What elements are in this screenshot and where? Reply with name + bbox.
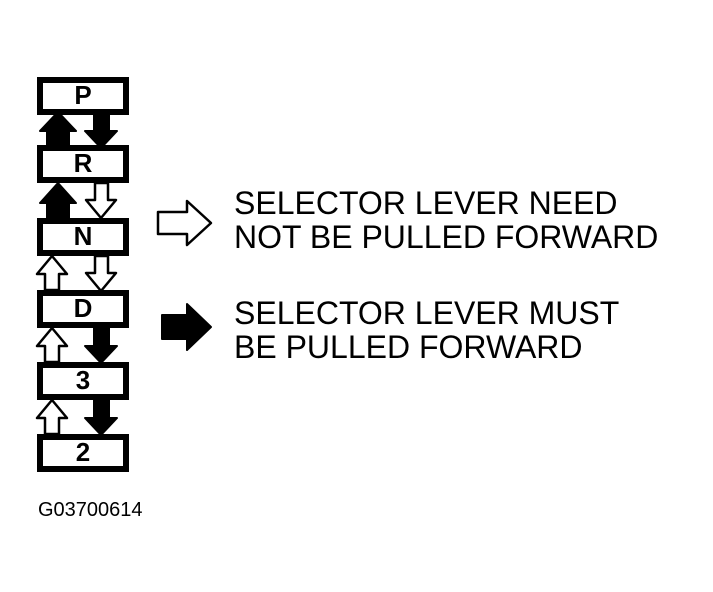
down-arrow-solid-icon <box>84 113 118 149</box>
gear-box-3: 3 <box>37 362 129 400</box>
down-arrow-solid-icon <box>84 399 118 436</box>
gear-box-d: D <box>37 290 129 328</box>
gear-label-p: P <box>74 80 91 110</box>
legend-hollow-line-1: SELECTOR LEVER NEED <box>234 185 618 221</box>
legend-solid-line-2: BE PULLED FORWARD <box>234 329 583 365</box>
gear-label-2: 2 <box>76 437 90 467</box>
down-arrow-hollow-icon <box>84 181 118 220</box>
gear-box-p: P <box>37 77 129 115</box>
gear-box-n: N <box>37 218 129 256</box>
gear-box-2: 2 <box>37 434 129 472</box>
gear-label-n: N <box>74 221 93 251</box>
hollow-right-arrow-icon <box>156 199 213 247</box>
up-arrow-hollow-icon <box>35 254 69 292</box>
gear-label-3: 3 <box>76 365 90 395</box>
up-arrow-hollow-icon <box>35 398 69 436</box>
gear-label-d: D <box>74 293 93 323</box>
solid-right-arrow-icon <box>161 303 212 351</box>
gear-label-r: R <box>74 148 93 178</box>
figure-id: G03700614 <box>38 499 143 521</box>
down-arrow-hollow-icon <box>84 254 118 293</box>
gear-box-r: R <box>37 145 129 183</box>
up-arrow-solid-icon <box>39 182 77 220</box>
up-arrow-hollow-icon <box>35 326 69 364</box>
legend-hollow-line-2: NOT BE PULLED FORWARD <box>234 219 658 255</box>
up-arrow-solid-icon <box>39 111 77 147</box>
down-arrow-solid-icon <box>84 327 118 364</box>
legend-solid-line-1: SELECTOR LEVER MUST <box>234 295 619 331</box>
